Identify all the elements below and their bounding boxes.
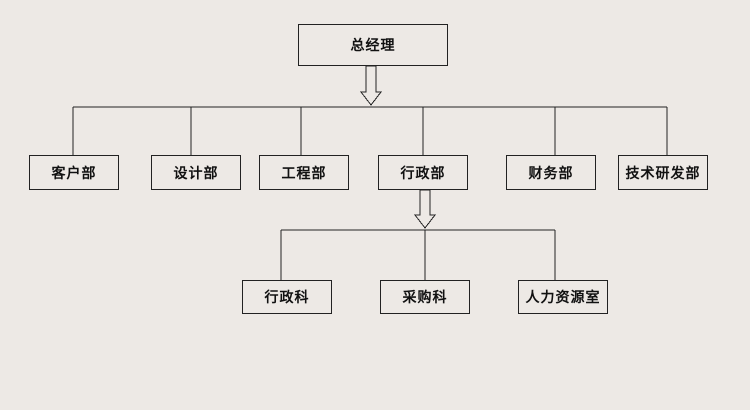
- node-section-procurement[interactable]: 采购科: [380, 280, 470, 314]
- node-section-admin[interactable]: 行政科: [242, 280, 332, 314]
- node-dept-finance[interactable]: 财务部: [506, 155, 596, 190]
- node-general-manager[interactable]: 总经理: [298, 24, 448, 66]
- node-dept-rnd[interactable]: 技术研发部: [618, 155, 708, 190]
- node-dept-admin[interactable]: 行政部: [378, 155, 468, 190]
- node-dept-design[interactable]: 设计部: [151, 155, 241, 190]
- node-dept-customer[interactable]: 客户部: [29, 155, 119, 190]
- node-section-hr[interactable]: 人力资源室: [518, 280, 608, 314]
- admin-down-arrow: [413, 189, 437, 229]
- node-dept-engineering[interactable]: 工程部: [259, 155, 349, 190]
- root-down-arrow: [359, 65, 383, 106]
